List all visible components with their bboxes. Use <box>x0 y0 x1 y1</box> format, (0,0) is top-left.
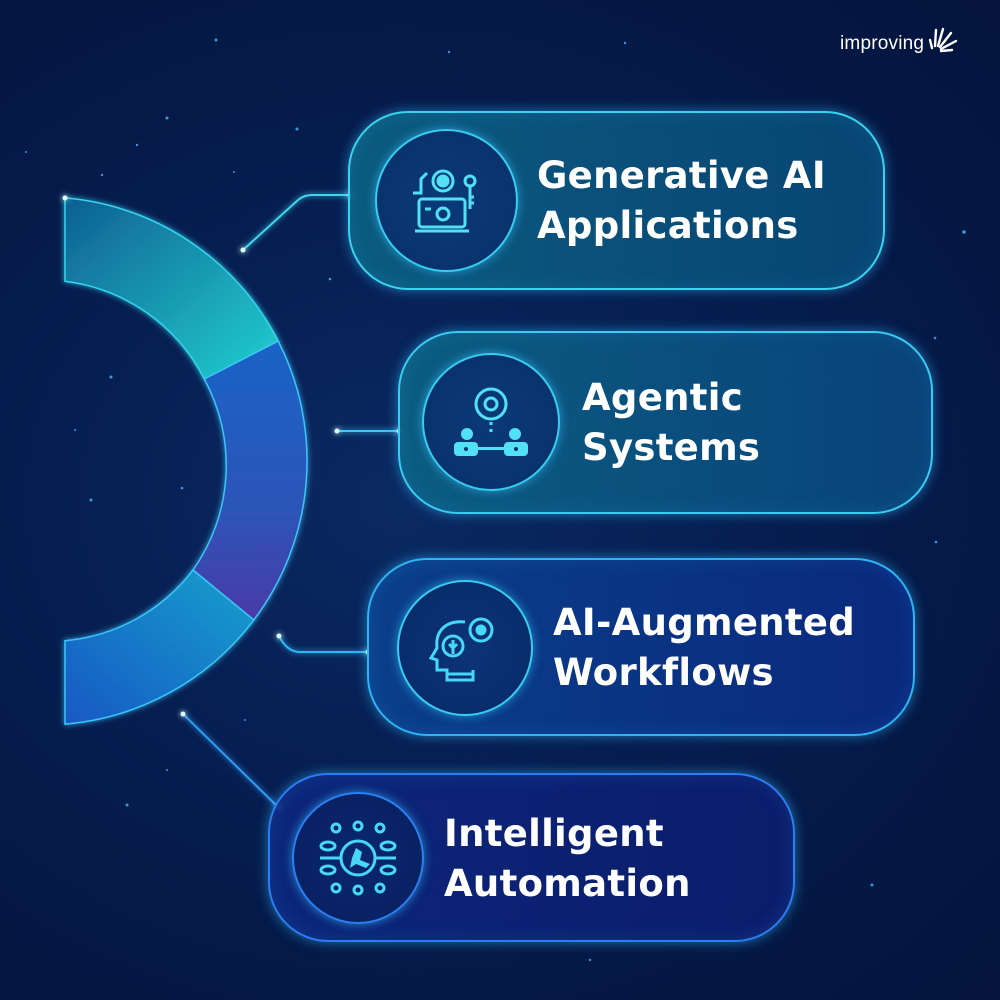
gear-laptop-key-icon <box>412 169 476 232</box>
logo-text: improving <box>840 33 925 54</box>
card-ai-augmented-workflows: AI-Augmented Workflows <box>367 558 915 736</box>
head-gear-brain-icon <box>428 617 494 682</box>
title-line-2: Applications <box>537 204 799 247</box>
title-line-2: Automation <box>444 862 691 905</box>
card-title: Generative AI Applications <box>537 151 826 251</box>
card-agentic-systems: Agentic Systems <box>398 331 933 514</box>
icon-circle <box>292 792 424 924</box>
sunburst-icon <box>928 27 958 53</box>
improving-logo: improving <box>840 24 960 64</box>
card-generative-ai-applications: Generative AI Applications <box>348 111 885 290</box>
icon-circle <box>375 129 518 272</box>
stars <box>25 38 966 962</box>
connector-lines <box>182 194 399 809</box>
segmented-arc <box>64 197 308 725</box>
title-line-1: Intelligent <box>444 812 664 855</box>
icon-circle <box>397 580 533 716</box>
card-title: Agentic Systems <box>582 373 760 473</box>
title-line-1: AI-Augmented <box>553 601 856 644</box>
card-title: AI-Augmented Workflows <box>553 598 855 698</box>
title-line-2: Systems <box>582 426 761 469</box>
title-line-2: Workflows <box>553 651 774 694</box>
title-line-1: Agentic <box>582 376 743 419</box>
icon-circle <box>422 353 560 491</box>
card-intelligent-automation: Intelligent Automation <box>268 773 795 942</box>
title-line-1: Generative AI <box>537 154 826 197</box>
circuit-automation-icon <box>319 820 397 896</box>
gear-network-people-icon <box>454 387 528 456</box>
card-title: Intelligent Automation <box>444 809 691 909</box>
